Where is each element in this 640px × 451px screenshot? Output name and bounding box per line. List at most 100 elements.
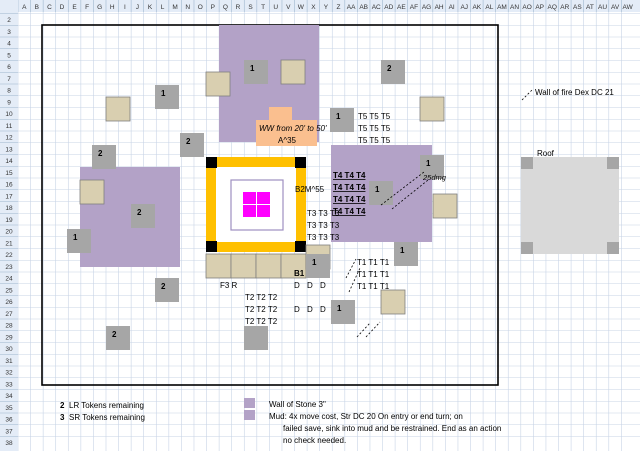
column-header-aj[interactable]: AJ: [460, 4, 468, 11]
column-header-z[interactable]: Z: [337, 4, 341, 11]
row-header-19[interactable]: 19: [5, 217, 13, 224]
row-header-28[interactable]: 28: [5, 323, 13, 330]
row-header-9[interactable]: 9: [7, 99, 11, 106]
token-13[interactable]: 1: [306, 254, 330, 278]
column-header-f[interactable]: F: [85, 4, 89, 11]
token-3[interactable]: 2: [381, 60, 405, 84]
column-header-ae[interactable]: AE: [397, 4, 406, 11]
row-header-7[interactable]: 7: [7, 76, 11, 83]
column-header-j[interactable]: J: [136, 4, 139, 11]
row-header-11[interactable]: 11: [6, 123, 13, 130]
row-header-33[interactable]: 33: [5, 381, 13, 388]
row-header-31[interactable]: 31: [5, 358, 13, 365]
column-header-w[interactable]: W: [298, 4, 305, 11]
column-header-y[interactable]: Y: [324, 4, 329, 11]
column-header-ai[interactable]: AI: [449, 4, 455, 11]
row-header-38[interactable]: 38: [5, 440, 13, 447]
row-header-2[interactable]: 2: [7, 17, 11, 24]
row-header-22[interactable]: 22: [5, 252, 13, 259]
row-header-20[interactable]: 20: [5, 229, 13, 236]
column-header-at[interactable]: AT: [586, 4, 594, 11]
row-header-5[interactable]: 5: [7, 52, 11, 59]
column-header-m[interactable]: M: [172, 4, 177, 11]
column-header-a[interactable]: A: [22, 4, 27, 11]
column-header-as[interactable]: AS: [573, 4, 582, 11]
column-header-af[interactable]: AF: [410, 4, 418, 11]
row-header-14[interactable]: 14: [5, 158, 13, 165]
column-header-au[interactable]: AU: [598, 4, 607, 11]
column-header-aw[interactable]: AW: [623, 4, 634, 11]
column-header-ak[interactable]: AK: [472, 4, 481, 11]
column-header-s[interactable]: S: [248, 4, 253, 11]
column-header-ah[interactable]: AH: [435, 4, 444, 11]
row-header-13[interactable]: 13: [5, 146, 13, 153]
column-header-u[interactable]: U: [273, 4, 278, 11]
row-header-16[interactable]: 16: [5, 182, 13, 189]
column-header-ad[interactable]: AD: [384, 4, 393, 11]
row-header-25[interactable]: 25: [5, 287, 13, 294]
column-header-aa[interactable]: AA: [347, 4, 356, 11]
token-9[interactable]: 1: [67, 229, 91, 253]
column-header-b[interactable]: B: [35, 4, 39, 11]
column-header-av[interactable]: AV: [611, 4, 620, 11]
row-header-34[interactable]: 34: [5, 393, 13, 400]
row-header-18[interactable]: 18: [5, 205, 13, 212]
column-header-ar[interactable]: AR: [560, 4, 569, 11]
column-header-d[interactable]: D: [60, 4, 65, 11]
token-5[interactable]: 2: [180, 133, 204, 157]
column-header-q[interactable]: Q: [223, 4, 228, 11]
row-header-21[interactable]: 21: [5, 240, 13, 247]
row-header-6[interactable]: 6: [7, 64, 11, 71]
column-header-g[interactable]: G: [97, 4, 102, 11]
row-header-12[interactable]: 12: [5, 135, 13, 142]
token-7[interactable]: 1: [420, 155, 444, 179]
token-6[interactable]: 2: [92, 145, 116, 169]
column-header-al[interactable]: AL: [485, 4, 493, 11]
row-header-23[interactable]: 23: [5, 264, 13, 271]
column-header-am[interactable]: AM: [497, 4, 507, 11]
token-2[interactable]: 1: [155, 85, 179, 109]
row-header-24[interactable]: 24: [5, 276, 13, 283]
column-header-r[interactable]: R: [236, 4, 241, 11]
token-15[interactable]: 2: [106, 326, 130, 350]
column-header-i[interactable]: I: [124, 4, 126, 11]
row-header-27[interactable]: 27: [5, 311, 13, 318]
column-header-ap[interactable]: AP: [535, 4, 544, 11]
column-header-ac[interactable]: AC: [372, 4, 381, 11]
token-8[interactable]: 2: [131, 204, 155, 228]
column-header-v[interactable]: V: [286, 4, 291, 11]
column-header-l[interactable]: L: [161, 4, 165, 11]
row-header-3[interactable]: 3: [7, 29, 11, 36]
token-12[interactable]: 1: [394, 242, 418, 266]
column-header-h[interactable]: H: [110, 4, 115, 11]
token-11[interactable]: 2: [155, 278, 179, 302]
token-14[interactable]: 1: [331, 300, 355, 324]
column-header-n[interactable]: N: [185, 4, 190, 11]
row-header-29[interactable]: 29: [5, 334, 13, 341]
column-header-ag[interactable]: AG: [422, 4, 431, 11]
row-header-32[interactable]: 32: [5, 370, 13, 377]
row-header-30[interactable]: 30: [5, 346, 13, 353]
token-4[interactable]: 1: [330, 108, 354, 132]
column-header-t[interactable]: T: [261, 4, 265, 11]
column-header-c[interactable]: C: [47, 4, 52, 11]
column-header-an[interactable]: AN: [510, 4, 519, 11]
column-header-e[interactable]: E: [72, 4, 77, 11]
column-header-p[interactable]: P: [211, 4, 215, 11]
row-header-35[interactable]: 35: [5, 405, 13, 412]
column-header-k[interactable]: K: [148, 4, 153, 11]
token-16[interactable]: [244, 326, 268, 350]
column-header-o[interactable]: O: [198, 4, 203, 11]
column-header-ab[interactable]: AB: [359, 4, 368, 11]
token-10[interactable]: 1: [369, 181, 393, 205]
row-header-15[interactable]: 15: [5, 170, 13, 177]
row-header-36[interactable]: 36: [5, 417, 13, 424]
column-header-ao[interactable]: AO: [522, 4, 531, 11]
row-header-10[interactable]: 10: [5, 111, 13, 118]
row-header-26[interactable]: 26: [5, 299, 13, 306]
row-header-37[interactable]: 37: [5, 428, 13, 435]
column-header-x[interactable]: X: [311, 4, 316, 11]
token-1[interactable]: 1: [244, 60, 268, 84]
row-header-4[interactable]: 4: [7, 41, 11, 48]
row-header-17[interactable]: 17: [5, 193, 13, 200]
